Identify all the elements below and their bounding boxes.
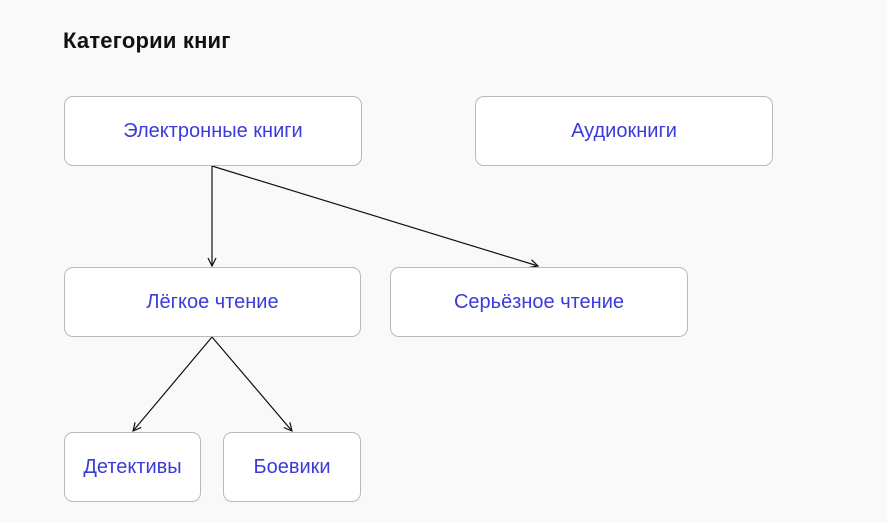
node-ebooks-label: Электронные книги — [123, 119, 303, 142]
node-light-reading-label: Лёгкое чтение — [146, 290, 279, 313]
node-audiobooks[interactable]: Аудиокниги — [475, 96, 773, 166]
diagram-title: Категории книг — [63, 28, 231, 53]
node-detectives[interactable]: Детективы — [64, 432, 201, 502]
node-action-label: Боевики — [253, 455, 331, 478]
node-serious-reading-label: Серьёзное чтение — [453, 290, 625, 313]
edge-light-reading-to-detectives — [133, 336, 213, 431]
node-light-reading[interactable]: Лёгкое чтение — [64, 267, 361, 337]
node-detectives-label: Детективы — [83, 455, 182, 478]
node-ebooks[interactable]: Электронные книги — [64, 96, 362, 166]
edge-light-reading-to-action — [211, 336, 292, 431]
edge-ebooks-to-serious-reading — [211, 165, 538, 266]
node-serious-reading[interactable]: Серьёзное чтение — [390, 267, 688, 337]
node-audiobooks-label: Аудиокниги — [571, 119, 677, 142]
node-action[interactable]: Боевики — [223, 432, 361, 502]
